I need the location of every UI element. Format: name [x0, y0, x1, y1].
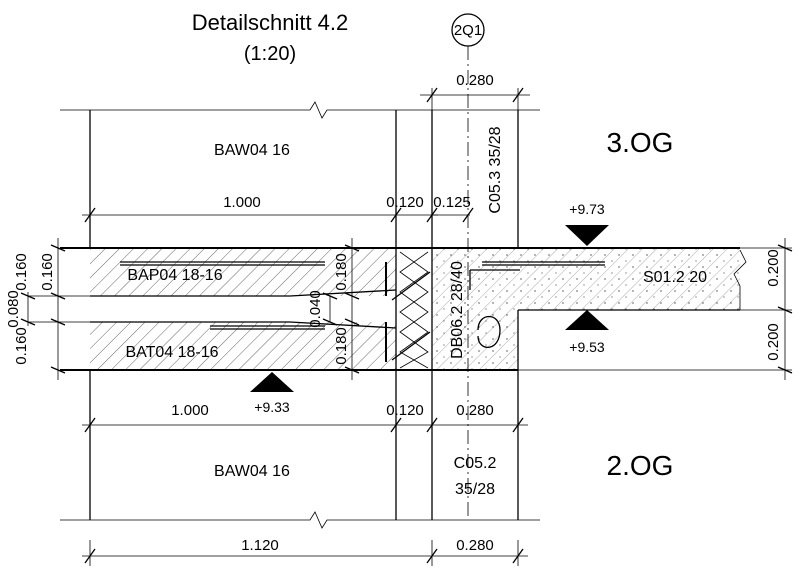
column-lower-label-1: C05.2	[454, 455, 497, 472]
dim-label: 0.280	[456, 72, 494, 89]
level-top-label: +9.73	[569, 201, 605, 217]
dim-bottom-row: 1.120 0.280	[82, 537, 528, 566]
slab-lower-left-label: BAT04 18-16	[125, 344, 218, 361]
upper-wall: BAW04 16	[89, 110, 519, 248]
column-upper-label: C05.3 35/28	[487, 126, 504, 213]
dim-upper-row: 1.000 0.120 0.125	[82, 194, 474, 223]
upper-break-line	[60, 101, 540, 119]
dim-top-280: 0.280	[420, 72, 530, 110]
dim-label: 0.280	[456, 537, 494, 554]
dim-label: 1.000	[171, 402, 209, 419]
dim-label: 1.000	[223, 194, 261, 211]
dim-label: 0.125	[433, 194, 471, 211]
dim-label: 0.200	[765, 249, 782, 287]
floor-upper-label: 3.OG	[607, 127, 674, 158]
slab-right-label: S01.2 20	[643, 269, 707, 286]
dim-label: 1.120	[241, 537, 279, 554]
level-marker-top: +9.73	[565, 201, 609, 246]
dim-label: 0.280	[456, 402, 494, 419]
column-lower-label-2: 35/28	[455, 481, 495, 498]
dim-label: 0.080	[5, 290, 22, 328]
dim-left-vertical: 0.160 0.160 0.080 0.160	[5, 238, 90, 380]
level-marker-lower: +9.33	[250, 372, 294, 415]
lower-wall-label: BAW04 16	[214, 463, 290, 480]
slab-right: S01.2 20	[432, 247, 747, 371]
level-marker-middle: +9.53	[565, 310, 609, 355]
slab-upper-left-label: BAP04 18-16	[127, 267, 222, 284]
floor-lower-label: 2.OG	[607, 450, 674, 481]
dim-label: 0.160	[13, 253, 30, 291]
dim-right-vertical: 0.200 0.200	[518, 238, 793, 380]
dim-label: 0.160	[13, 327, 30, 365]
drawing-scale: (1:20)	[244, 43, 296, 65]
dim-lower-row: 1.000 0.120 0.280	[82, 402, 528, 433]
dim-label: 0.040	[307, 290, 324, 328]
dim-inner-vertical: 0.180 0.040 0.180	[307, 238, 360, 380]
slab-upper-left: BAP04 18-16	[60, 247, 432, 300]
beam-label: DB06.2 28/40	[449, 261, 466, 359]
drawing-title: Detailschnitt 4.2	[192, 10, 349, 35]
axis-marker: 2Q1	[451, 13, 485, 520]
dim-label: 0.120	[386, 194, 424, 211]
slab-lower-left: BAT04 18-16	[60, 321, 432, 371]
lower-wall: BAW04 16 C05.2 35/28	[89, 370, 519, 520]
dim-label: 0.200	[765, 323, 782, 361]
dim-label: 0.180	[333, 327, 350, 365]
level-middle-label: +9.53	[569, 339, 605, 355]
lower-break-line	[60, 511, 540, 529]
dim-label: 0.160	[39, 253, 56, 291]
dim-label: 0.120	[386, 402, 424, 419]
dim-label: 0.180	[333, 253, 350, 291]
level-lower-label: +9.33	[254, 399, 290, 415]
upper-wall-label: BAW04 16	[214, 142, 290, 159]
axis-label: 2Q1	[454, 22, 482, 39]
